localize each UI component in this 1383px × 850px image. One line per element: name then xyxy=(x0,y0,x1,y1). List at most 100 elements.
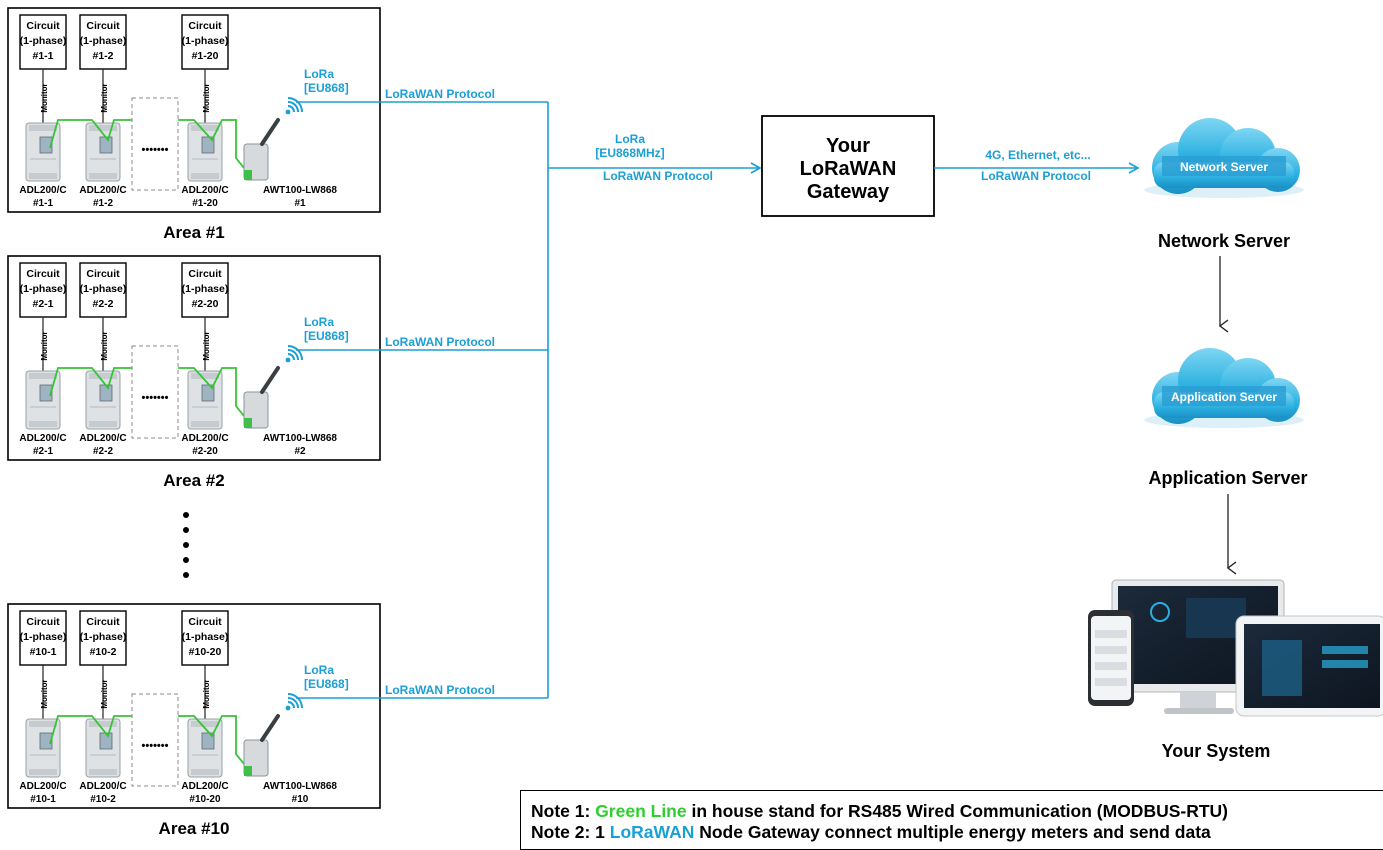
meter-label-line: #2-2 xyxy=(93,446,113,457)
node-label-line: AWT100-LW868 xyxy=(263,781,337,792)
circuit-label-line: #1-1 xyxy=(32,50,53,62)
meter-top-terminal xyxy=(89,721,117,727)
area-title: Area #1 xyxy=(163,223,224,242)
circuit-label-line: (1-phase) xyxy=(182,283,229,295)
area-1: Circuit(1-phase)#1-1MonitorADL200/C#1-1C… xyxy=(7,7,548,242)
rs485-line xyxy=(49,367,245,417)
cloud-label-band xyxy=(1162,386,1286,406)
backhaul-protocol-label: LoRaWAN Protocol xyxy=(981,169,1091,183)
energy-meter xyxy=(25,370,61,430)
gateway-frame xyxy=(761,115,935,217)
node-label-line: #1 xyxy=(294,198,306,209)
cloud-label-band xyxy=(1162,156,1286,176)
meter-bottom-terminal xyxy=(29,421,57,427)
meter-label: ADL200/C#1-1 xyxy=(19,185,66,209)
phone-list-row xyxy=(1095,678,1127,686)
more-meters-placeholder xyxy=(131,693,179,787)
circuit-frame xyxy=(181,262,229,318)
meter-top-terminal xyxy=(89,373,117,379)
energy-meter xyxy=(25,122,61,182)
backhaul-medium-label: 4G, Ethernet, etc... xyxy=(985,148,1090,162)
meter-top-terminal xyxy=(191,373,219,379)
meter-bottom-terminal xyxy=(191,421,219,427)
circuit-label-line: Circuit xyxy=(86,20,120,32)
node-terminal xyxy=(244,170,252,180)
circuit-label-line: Circuit xyxy=(188,20,222,32)
signal-dot xyxy=(285,109,291,115)
network-server-caption: Network Server xyxy=(1158,231,1290,251)
meter-bottom-terminal xyxy=(89,421,117,427)
circuit-label-line: Circuit xyxy=(26,268,60,280)
circuit-frame xyxy=(181,14,229,70)
tablet-login-field xyxy=(1322,660,1368,668)
circuit-label-line: #1-20 xyxy=(192,50,219,62)
circuit-label: Circuit(1-phase)#2-2 xyxy=(80,268,127,310)
node-label: AWT100-LW868 #10 xyxy=(263,781,337,805)
meter-label: ADL200/C#10-2 xyxy=(79,781,126,805)
lora-label-line: [EU868] xyxy=(304,677,349,691)
circuit-label-line: Circuit xyxy=(86,616,120,628)
meter-label-line: ADL200/C xyxy=(19,781,66,792)
lora-label: LoRa[EU868] xyxy=(304,67,349,95)
circuit-frame xyxy=(79,14,127,70)
circuit-label-line: #10-20 xyxy=(189,646,222,658)
meter-label: ADL200/C#1-20 xyxy=(181,185,228,209)
meter-top-terminal xyxy=(191,125,219,131)
circuit-frame xyxy=(181,610,229,666)
node-terminal xyxy=(244,766,252,776)
more-areas-dot xyxy=(183,542,189,548)
monitor-label: Monitor xyxy=(40,331,49,360)
protocol-label: LoRaWAN Protocol xyxy=(385,335,495,349)
phone-list-row xyxy=(1095,646,1127,654)
circuit-label-line: #2-20 xyxy=(192,298,219,310)
meter-label: ADL200/C#2-20 xyxy=(181,433,228,457)
uplink-protocol-label: LoRaWAN Protocol xyxy=(603,169,713,183)
circuit-label-line: (1-phase) xyxy=(80,283,127,295)
meter-display xyxy=(201,136,215,154)
meter-label-line: #10-2 xyxy=(90,794,116,805)
gateway-label-line: Your xyxy=(826,135,870,157)
meter-display xyxy=(39,732,53,750)
circuit-label-line: Circuit xyxy=(26,616,60,628)
monitor-label: Monitor xyxy=(100,331,109,360)
note-2-text: Node Gateway connect multiple energy met… xyxy=(694,822,1211,842)
lora-label-line: LoRa xyxy=(304,67,334,81)
lora-label: LoRa[EU868] xyxy=(304,663,349,691)
node-antenna xyxy=(260,118,280,146)
circuit-label: Circuit(1-phase)#10-2 xyxy=(80,616,127,658)
meter-display xyxy=(99,136,113,154)
note-1-text: in house stand for RS485 Wired Communica… xyxy=(686,801,1229,821)
meter-label: ADL200/C#2-2 xyxy=(79,433,126,457)
monitor-label: Monitor xyxy=(100,679,109,708)
monitor-label: Monitor xyxy=(202,679,211,708)
circuit-label: Circuit(1-phase)#1-20 xyxy=(182,20,229,62)
meter-label-line: #1-2 xyxy=(93,198,113,209)
signal-wave xyxy=(287,349,299,361)
meter-bottom-terminal xyxy=(29,173,57,179)
more-areas-dot xyxy=(183,557,189,563)
meter-bottom-terminal xyxy=(89,769,117,775)
meter-label-line: #1-1 xyxy=(33,198,53,209)
protocol-label: LoRaWAN Protocol xyxy=(385,87,495,101)
area-title: Area #2 xyxy=(163,471,224,490)
application-server-cloud: Application Server xyxy=(1144,348,1304,428)
signal-wave xyxy=(287,353,295,361)
energy-meter xyxy=(85,718,121,778)
node-label: AWT100-LW868#2 xyxy=(263,433,337,457)
monitor-label: Monitor xyxy=(202,331,211,360)
meter-label: ADL200/C#10-1 xyxy=(19,781,66,805)
cloud-label: Network Server xyxy=(1180,160,1268,174)
rs485-line xyxy=(49,119,245,169)
screen-dial xyxy=(1150,602,1170,622)
monitor-label: Monitor xyxy=(40,83,49,112)
note-2-highlight: LoRaWAN xyxy=(609,822,695,842)
node-label-line: #10 xyxy=(292,794,309,805)
circuit-label-line: Circuit xyxy=(26,20,60,32)
monitor-neck xyxy=(1180,692,1216,710)
signal-wave xyxy=(287,701,295,709)
